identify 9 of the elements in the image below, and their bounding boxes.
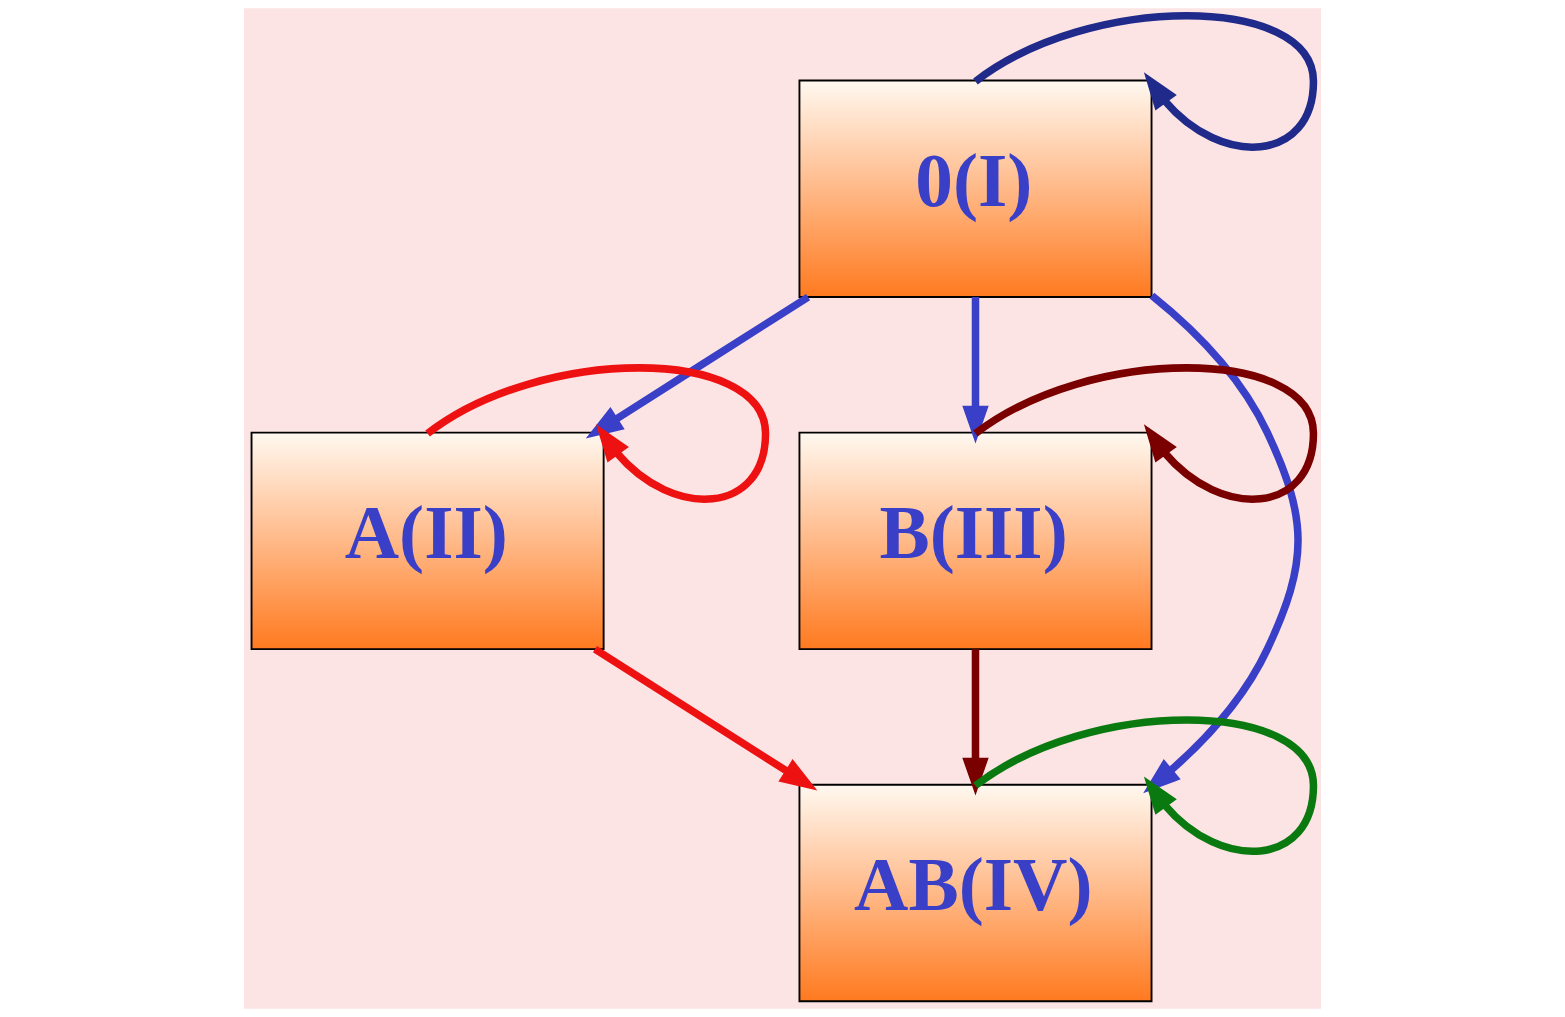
arrow bbox=[1143, 292, 1302, 794]
arrow bbox=[962, 649, 989, 796]
arrow bbox=[585, 293, 811, 439]
node-box: 0(I) bbox=[798, 79, 1153, 298]
arrow bbox=[962, 297, 989, 444]
arrow bbox=[592, 645, 818, 791]
node-box: AB(IV) bbox=[798, 783, 1153, 1003]
node-box: A(II) bbox=[250, 431, 605, 651]
node-box: B(III) bbox=[798, 431, 1153, 651]
